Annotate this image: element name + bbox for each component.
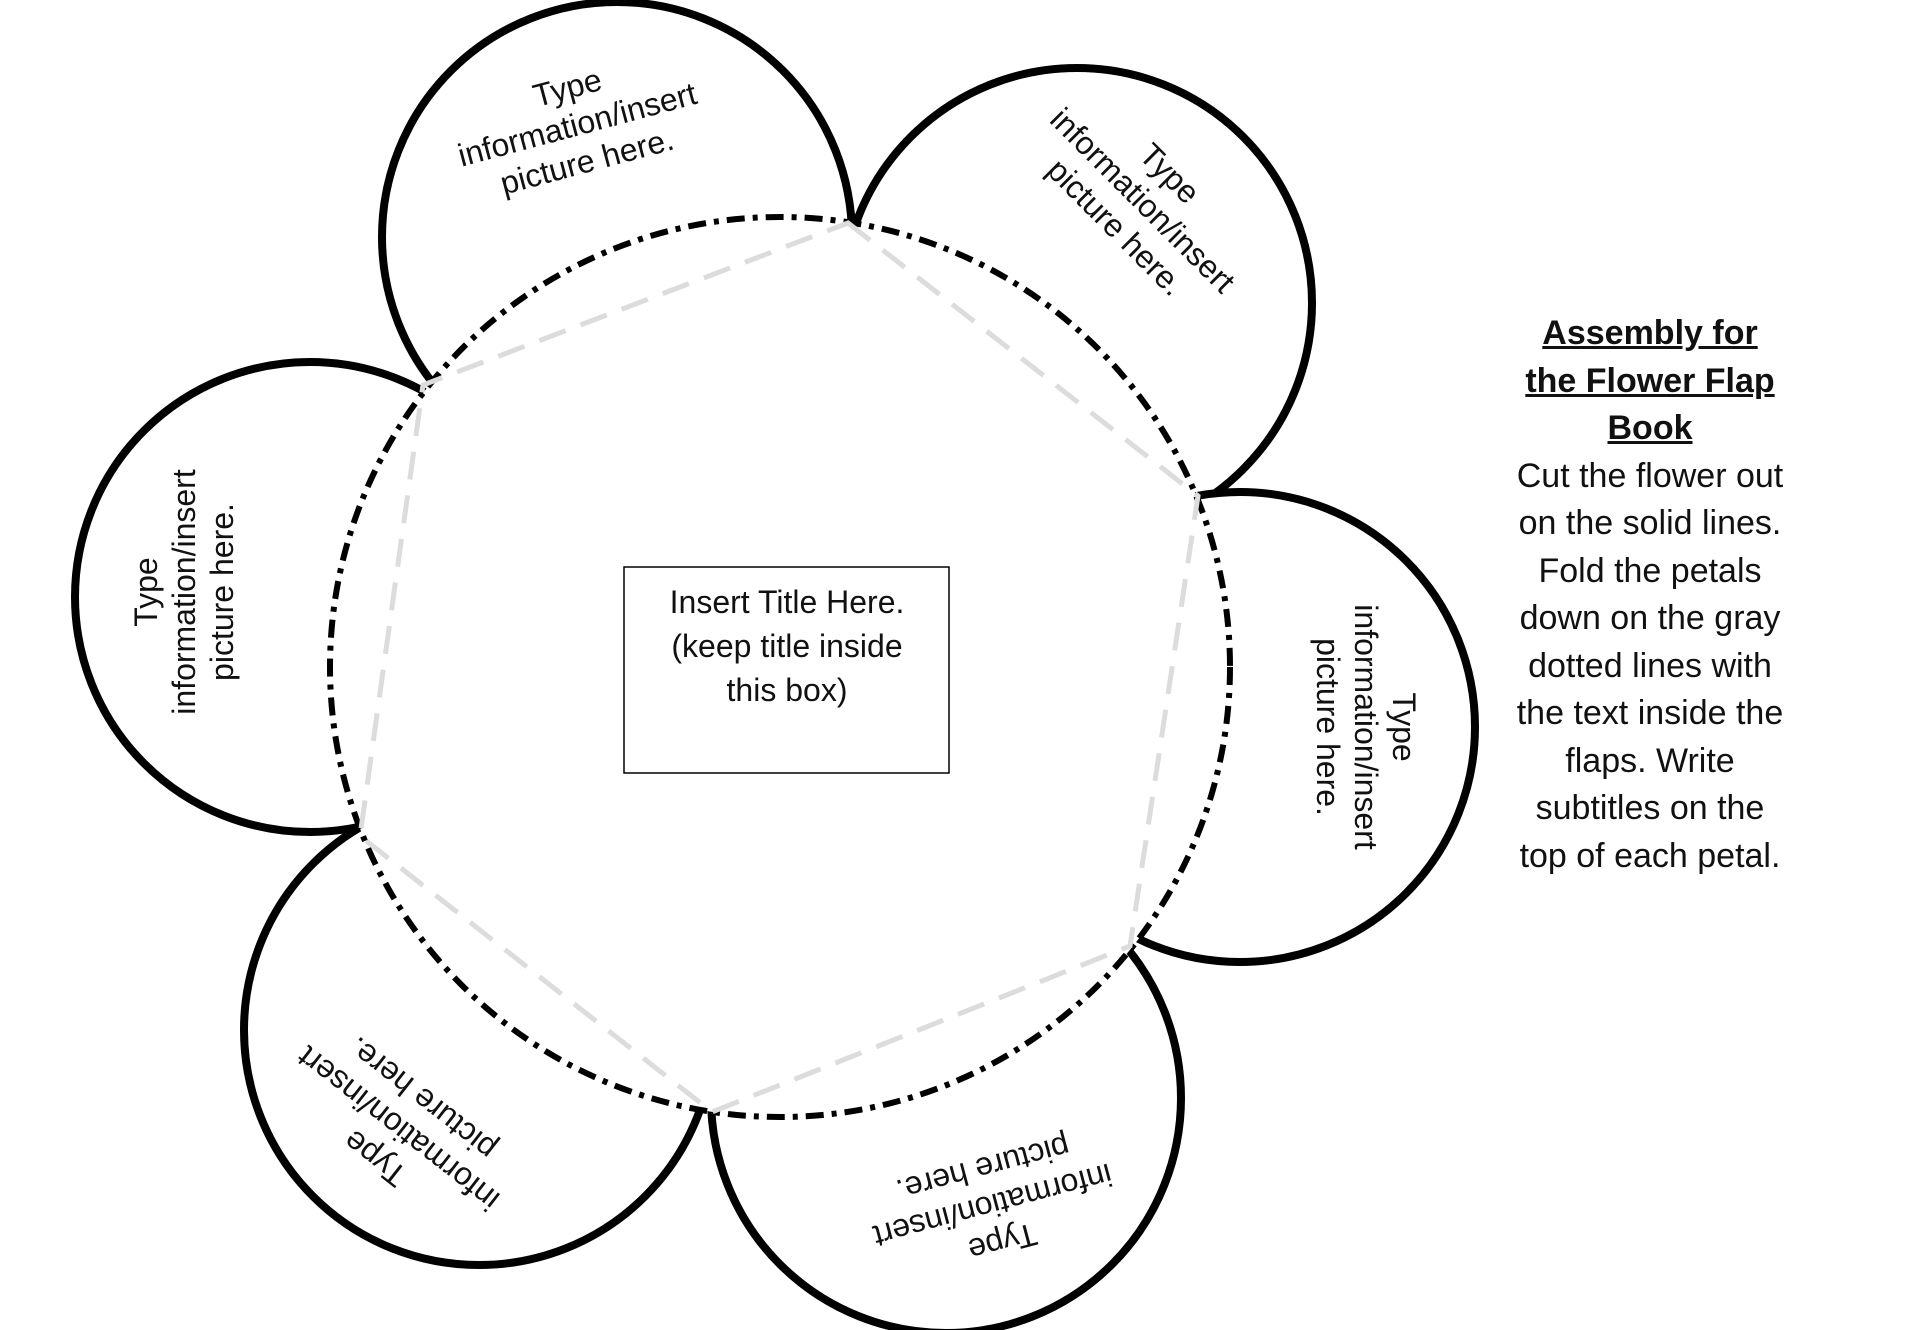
title-line-3: this box) — [727, 672, 848, 708]
title-box: Insert Title Here. (keep title inside th… — [623, 566, 950, 774]
petal-text-line-2: information/insert — [1348, 604, 1384, 850]
petal-fold-lines — [357, 220, 1201, 1115]
petal-text-line-2: information/insert — [166, 469, 202, 715]
assembly-body: Cut the flower out on the solid lines. F… — [1516, 456, 1784, 875]
title-line-2: (keep title inside — [671, 628, 902, 664]
assembly-instructions: Assembly for the Flower Flap Book Cut th… — [1515, 310, 1785, 880]
petal-text-right: Type information/insert picture here. — [1310, 604, 1422, 850]
petal-text-line-3: picture here. — [204, 503, 240, 681]
center-cut-line — [327, 214, 1233, 1120]
title-line-1: Insert Title Here. — [670, 584, 905, 620]
title-box-frame — [623, 566, 950, 774]
petal-text-line-3: picture here. — [1310, 638, 1346, 816]
assembly-title: Assembly for the Flower Flap Book — [1525, 314, 1775, 447]
petal-text-left: Type information/insert picture here. — [128, 469, 240, 715]
petal-text-line-1: Type — [128, 557, 164, 626]
petal-text-line-1: Type — [1386, 692, 1422, 761]
